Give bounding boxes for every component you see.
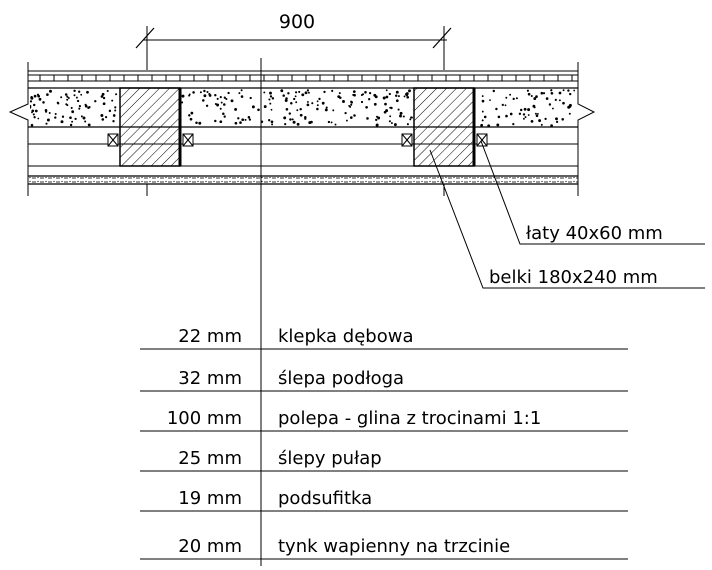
layer-description: polepa - glina z trocinami 1:1 bbox=[278, 408, 541, 429]
dimension-tick-left bbox=[135, 27, 155, 49]
callout-belki: belki 180x240 mm bbox=[489, 267, 658, 288]
leader-laty bbox=[480, 140, 705, 245]
table-row: 19 mm podsufitka bbox=[140, 488, 628, 512]
leader-belki bbox=[429, 149, 705, 289]
layer-description: ślepy pułap bbox=[278, 448, 382, 469]
dimension-value: 900 bbox=[279, 11, 315, 33]
layer-thickness: 19 mm bbox=[178, 488, 242, 509]
layer-thickness: 100 mm bbox=[167, 408, 242, 429]
layer-thickness: 22 mm bbox=[178, 326, 242, 347]
layer-description: ślepa podłoga bbox=[278, 368, 404, 389]
callout-laty: łaty 40x60 mm bbox=[526, 223, 663, 244]
layer-description: tynk wapienny na trzcinie bbox=[278, 536, 510, 557]
layer-table: 22 mm klepka dębowa 32 mm ślepa podłoga … bbox=[140, 326, 628, 560]
dimension-900: 900 bbox=[135, 11, 452, 70]
floorboard-joints bbox=[39, 75, 573, 81]
floor-section bbox=[8, 62, 596, 196]
layer-thickness: 25 mm bbox=[178, 448, 242, 469]
batten-marks bbox=[107, 133, 488, 147]
table-row: 25 mm ślepy pułap bbox=[140, 448, 628, 472]
layer-description: klepka dębowa bbox=[278, 326, 413, 347]
callout-leaders bbox=[429, 140, 705, 289]
table-row: 22 mm klepka dębowa bbox=[140, 326, 628, 350]
table-row: 32 mm ślepa podłoga bbox=[140, 368, 628, 392]
clay-fill-texture bbox=[30, 89, 575, 127]
layer-thickness: 20 mm bbox=[178, 536, 242, 557]
layer-thickness: 32 mm bbox=[178, 368, 242, 389]
layer-description: podsufitka bbox=[278, 488, 372, 509]
table-row: 100 mm polepa - glina z trocinami 1:1 bbox=[140, 408, 628, 432]
table-row: 20 mm tynk wapienny na trzcinie bbox=[140, 536, 628, 560]
dimension-tick-right bbox=[432, 27, 452, 49]
